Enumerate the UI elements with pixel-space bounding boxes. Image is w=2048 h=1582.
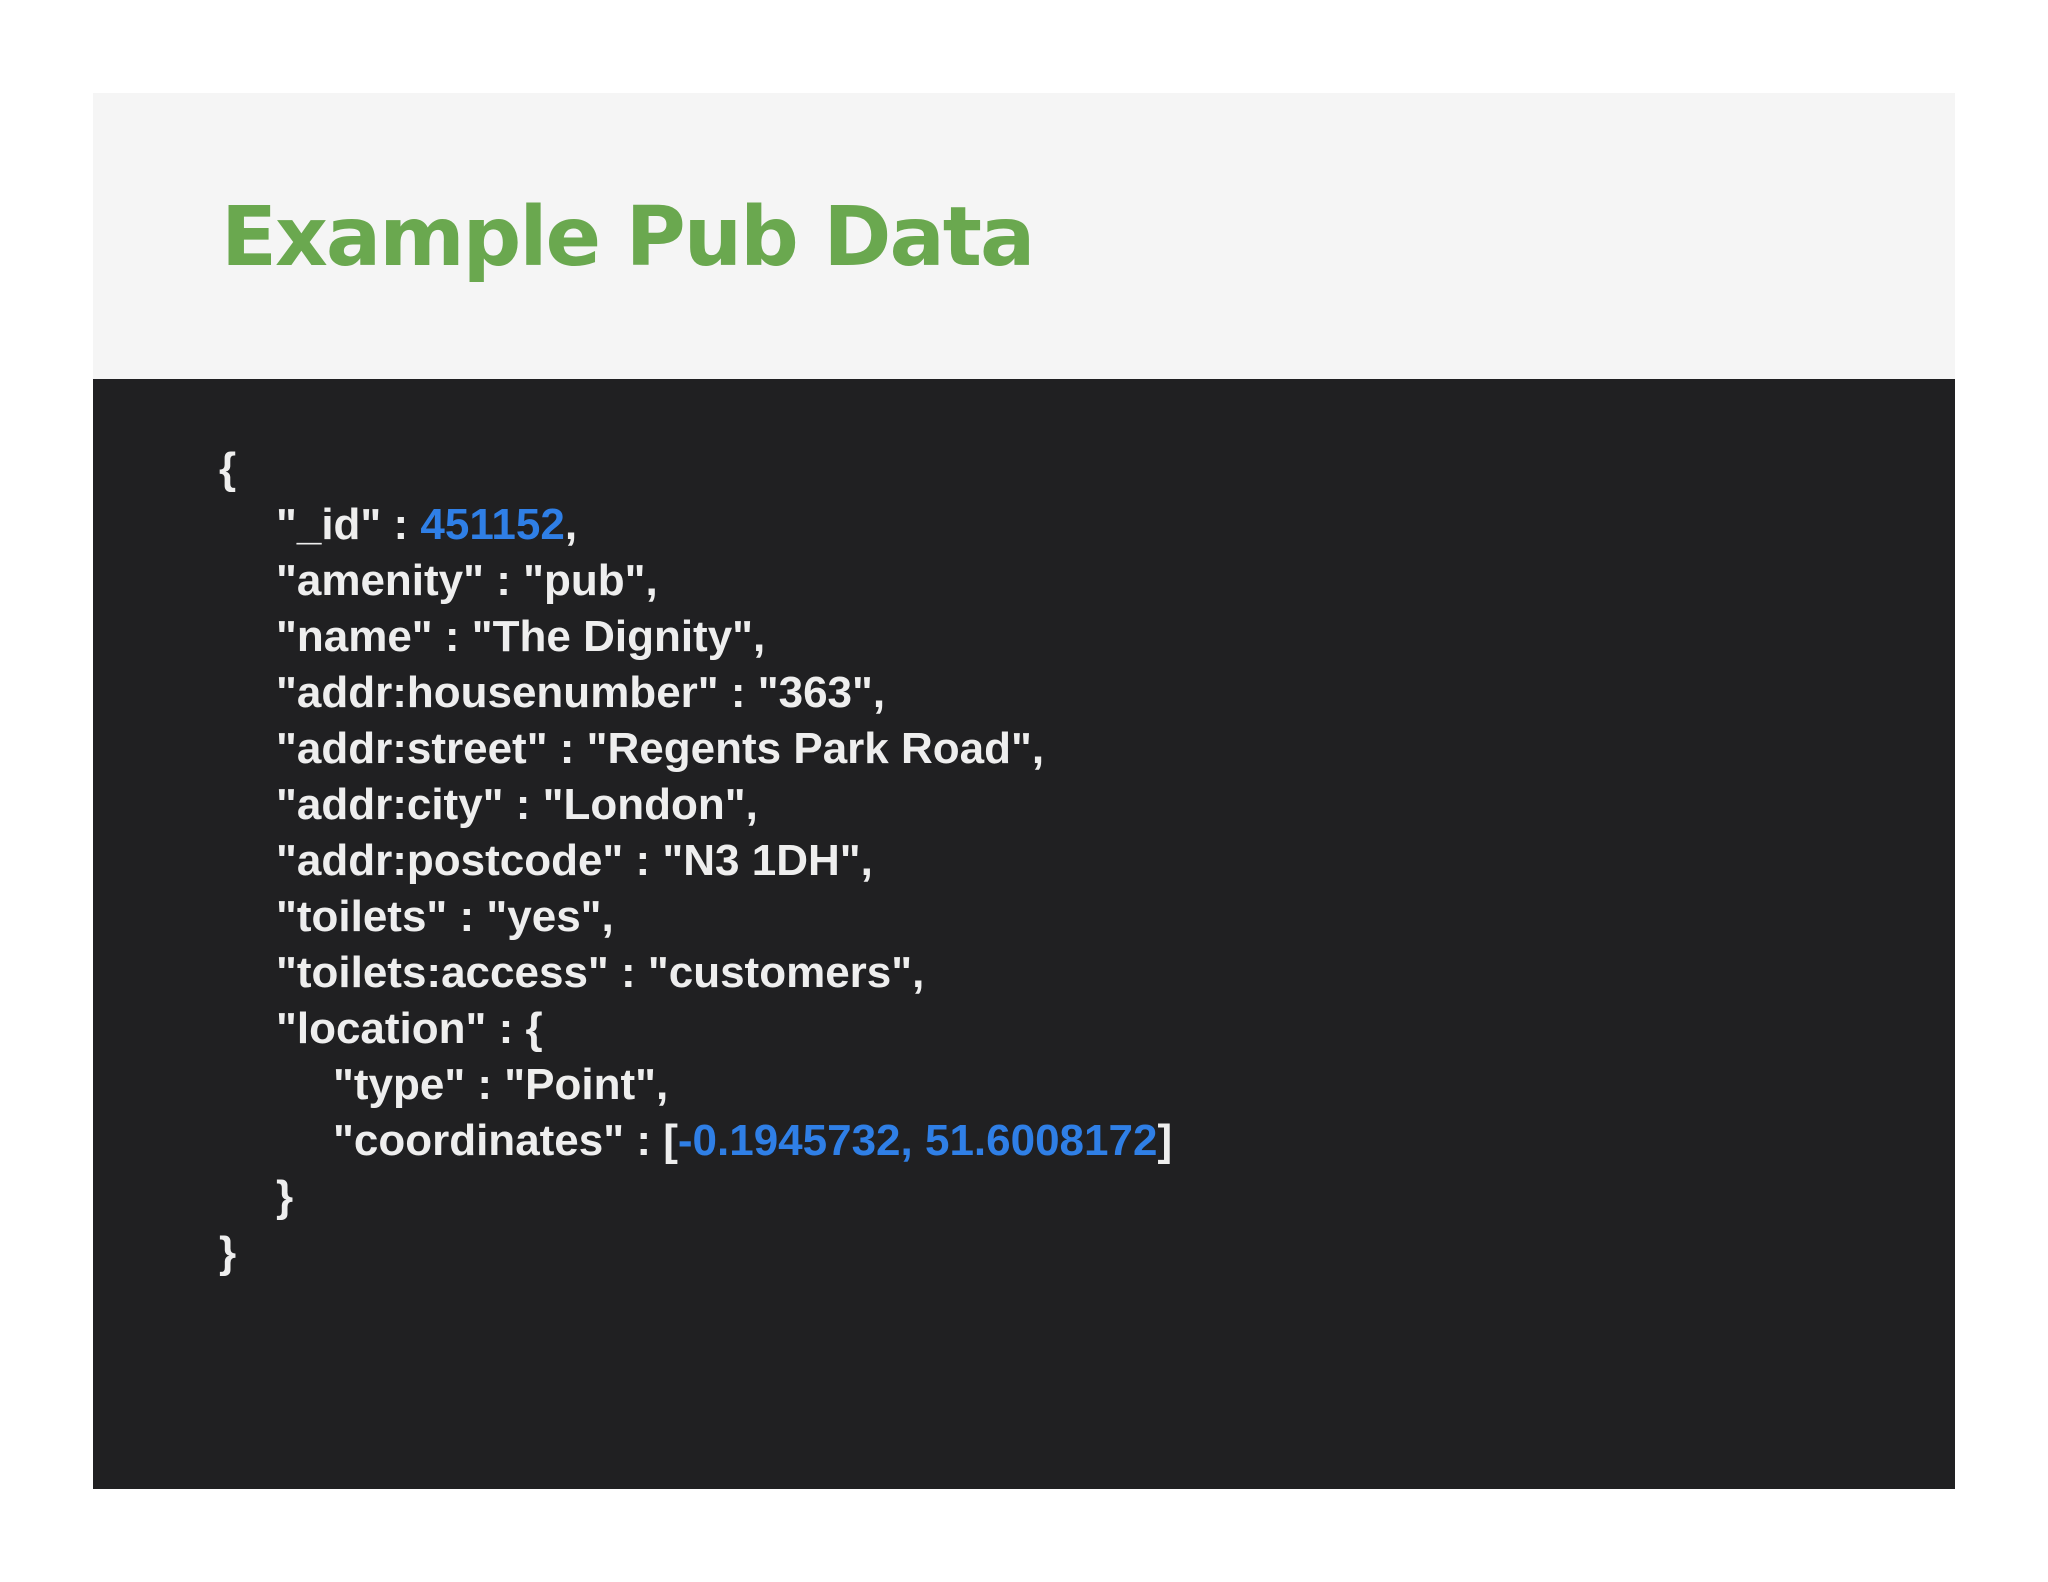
- coordinates-close: ]: [1157, 1116, 1173, 1165]
- code-line-close-brace: }: [219, 1228, 237, 1277]
- code-line-toilets-access: "toilets:access" : "customers",: [276, 948, 925, 997]
- code-line-location-open: "location" : {: [276, 1004, 543, 1053]
- code-line-street: "addr:street" : "Regents Park Road",: [276, 724, 1045, 773]
- slide: Example Pub Data { "_id" : 451152, "amen…: [93, 93, 1955, 1489]
- slide-header: Example Pub Data: [93, 93, 1955, 379]
- code-line-name: "name" : "The Dignity",: [276, 612, 766, 661]
- code-line-open-brace: {: [219, 444, 237, 493]
- code-line-amenity: "amenity" : "pub",: [276, 556, 658, 605]
- coordinates-key: "coordinates" : [: [333, 1116, 678, 1165]
- code-line-housenumber: "addr:housenumber" : "363",: [276, 668, 886, 717]
- code-line-type: "type" : "Point",: [333, 1060, 669, 1109]
- coordinates-value: -0.1945732, 51.6008172: [677, 1116, 1158, 1165]
- code-line-location-close: }: [276, 1172, 294, 1221]
- slide-title: Example Pub Data: [221, 190, 1035, 285]
- json-code-block: { "_id" : 451152, "amenity" : "pub", "na…: [219, 441, 1172, 1281]
- id-value: 451152: [420, 500, 565, 549]
- code-line-id: "_id" : 451152,: [219, 497, 1172, 553]
- id-comma: ,: [564, 500, 578, 549]
- code-panel: { "_id" : 451152, "amenity" : "pub", "na…: [93, 379, 1955, 1489]
- code-line-city: "addr:city" : "London",: [276, 780, 758, 829]
- code-line-toilets: "toilets" : "yes",: [276, 892, 614, 941]
- id-key: "_id" :: [276, 500, 421, 549]
- code-line-coordinates: "coordinates" : [-0.1945732, 51.6008172]: [219, 1113, 1172, 1169]
- code-line-postcode: "addr:postcode" : "N3 1DH",: [276, 836, 873, 885]
